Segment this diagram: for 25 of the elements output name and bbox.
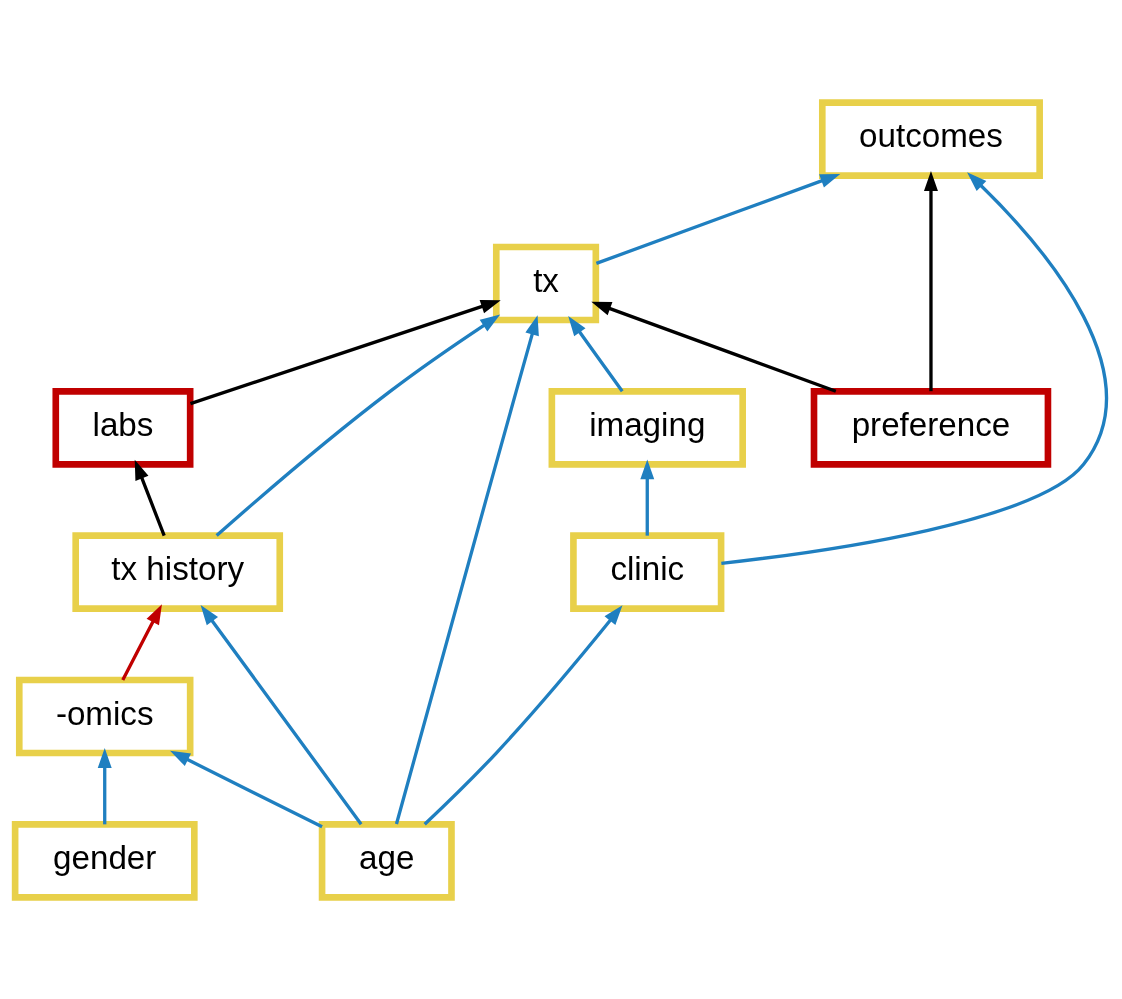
arrow [568,315,624,392]
node-box: gender [11,820,198,901]
arrow [170,750,323,828]
arrow [215,314,501,537]
node-box: -omics [15,676,194,756]
arrow [189,299,501,405]
node-box: tx [492,243,600,323]
arrow [595,173,841,265]
arrow [97,747,112,824]
arrow [721,171,1108,565]
arrow [121,603,162,681]
node-box: clinic [570,531,725,612]
node-box: preference [810,387,1052,468]
arrow [640,458,655,536]
arrow [134,459,166,536]
arrow [394,314,539,824]
node-box: age [318,820,455,901]
arrow [423,604,623,825]
arrow [924,170,938,391]
arrow [591,301,837,393]
node-box: labs [52,387,194,468]
arrow [200,604,363,825]
node-box: imaging [548,387,746,468]
node-box: outcomes [818,98,1043,179]
node-box: tx history [72,531,284,612]
